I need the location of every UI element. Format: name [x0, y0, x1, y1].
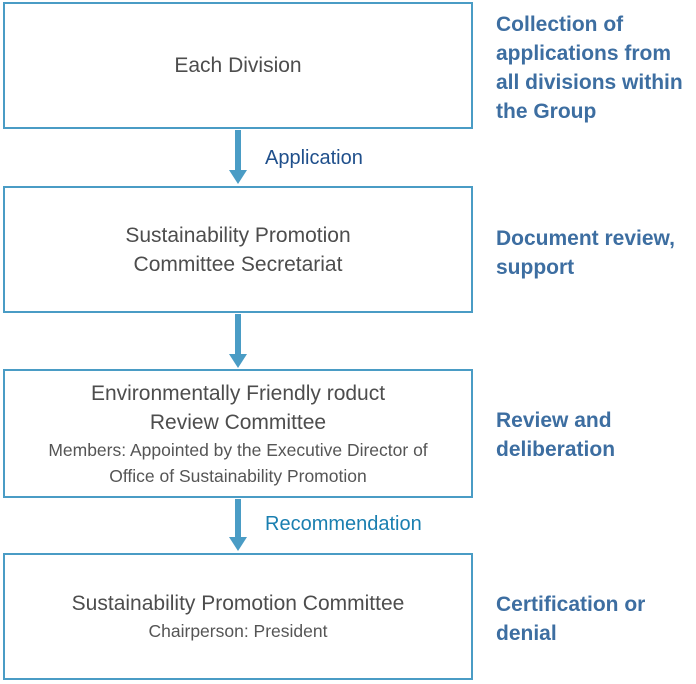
step-title: Sustainability Promotion Committee [71, 592, 405, 615]
step-title: Committee Secretariat [133, 252, 343, 276]
side-note-line: all divisions within [496, 71, 683, 94]
side-note-line: Collection of [496, 13, 624, 36]
side-note-line: Document review, [496, 227, 675, 250]
step-subtitle: Chairperson: President [148, 621, 328, 641]
side-note-line: the Group [496, 100, 597, 123]
arrow-label-recommendation: Recommendation [265, 513, 422, 535]
arrow-down [229, 499, 247, 551]
step-title: Sustainability Promotion [125, 223, 351, 247]
side-note-line: deliberation [496, 438, 616, 461]
side-note-document-review: Document review, support [496, 224, 675, 282]
side-note-certification: Certification or denial [496, 590, 645, 648]
side-note-line: Review and [496, 409, 612, 432]
arrow-down [229, 130, 247, 184]
step-box-each-division: Each Division [3, 2, 473, 129]
step-box-secretariat: Sustainability Promotion Committee Secre… [3, 186, 473, 313]
step-title: Review Committee [149, 410, 327, 434]
step-box-promotion-committee: Sustainability Promotion Committee Chair… [3, 553, 473, 680]
step-title: Environmentally Friendly roduct [90, 381, 386, 405]
step-subtitle: Office of Sustainability Promotion [109, 465, 367, 486]
side-note-collection: Collection of applications from all divi… [496, 10, 683, 126]
step-box-review-committee: Environmentally Friendly roduct Review C… [3, 369, 473, 498]
side-note-line: Certification or [496, 593, 646, 616]
step-subtitle: Members: Appointed by the Executive Dire… [48, 439, 428, 460]
arrow-down [229, 314, 247, 368]
side-note-line: support [496, 256, 575, 279]
step-title: Each Division [174, 54, 302, 77]
side-note-line: denial [496, 622, 557, 645]
side-note-line: applications from [496, 42, 672, 65]
arrow-label-application: Application [265, 147, 363, 169]
side-note-review-deliberation: Review and deliberation [496, 406, 615, 464]
